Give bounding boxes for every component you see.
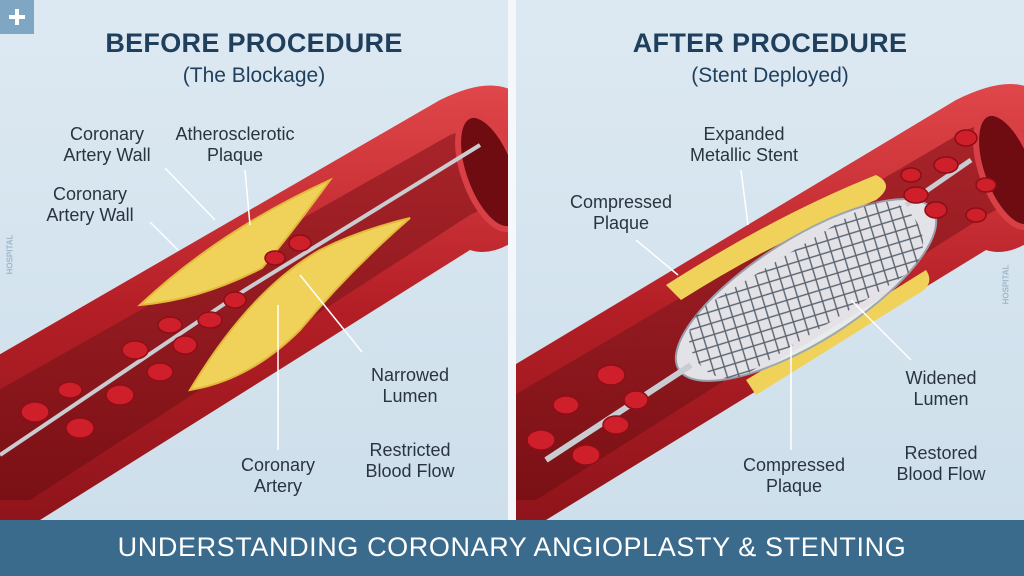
before-panel: BEFORE PROCEDURE (The Blockage) Coronary… — [0, 0, 508, 520]
hospital-watermark-right: HOSPITAL — [1001, 264, 1011, 305]
label-restricted-blood-flow: Restricted Blood Flow — [365, 440, 455, 481]
before-subtitle: (The Blockage) — [182, 64, 326, 87]
footer-title: UNDERSTANDING CORONARY ANGIOPLASTY & STE… — [117, 532, 907, 562]
before-artery-illustration — [0, 85, 508, 520]
label-atherosclerotic-plaque: Atherosclerotic Plaque — [175, 124, 295, 165]
before-title: BEFORE PROCEDURE — [105, 28, 403, 58]
panel-divider — [508, 0, 516, 520]
hospital-cross-icon — [9, 9, 25, 25]
label-coronary-artery-wall-top: Coronary Artery Wall — [63, 124, 151, 165]
label-coronary-artery: Coronary Artery — [240, 455, 316, 496]
label-expanded-metallic-stent: Expanded Metallic Stent — [689, 124, 799, 165]
after-artery-illustration — [516, 84, 1024, 520]
label-compressed-plaque-top: Compressed Plaque — [569, 192, 673, 233]
label-widened-lumen: Widened Lumen — [905, 368, 977, 409]
hospital-watermark-left: HOSPITAL — [5, 234, 15, 275]
after-subtitle: (Stent Deployed) — [691, 64, 849, 87]
footer-banner: UNDERSTANDING CORONARY ANGIOPLASTY & STE… — [0, 520, 1024, 576]
label-compressed-plaque-bottom: Compressed Plaque — [742, 455, 846, 496]
label-coronary-artery-wall-mid: Coronary Artery Wall — [46, 184, 134, 225]
after-panel: AFTER PROCEDURE (Stent Deployed) Expande… — [516, 0, 1024, 520]
label-narrowed-lumen: Narrowed Lumen — [370, 365, 450, 406]
after-title: AFTER PROCEDURE — [632, 28, 908, 58]
hospital-logo — [0, 0, 34, 34]
label-restored-blood-flow: Restored Blood Flow — [896, 443, 986, 484]
